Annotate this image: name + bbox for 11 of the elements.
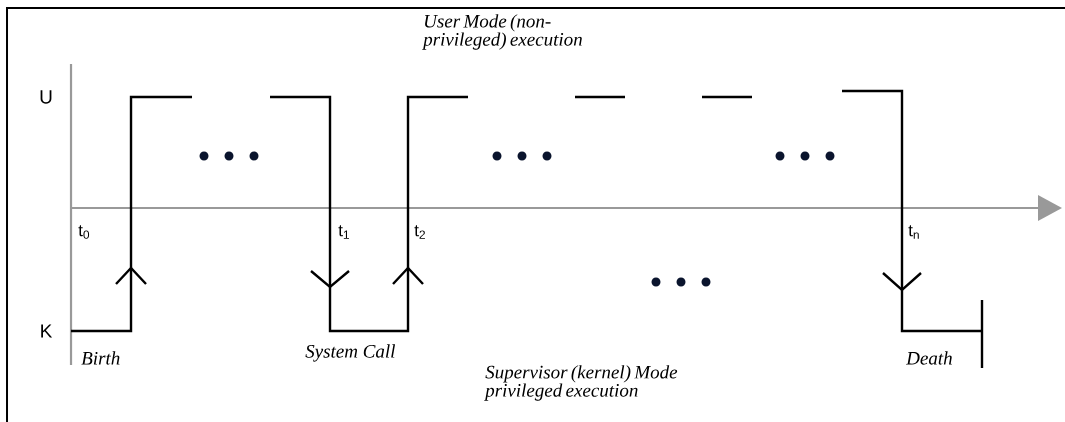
time-label: t$_{2}$ xyxy=(414,225,425,239)
axis-label: U xyxy=(40,90,52,104)
mode-caption: User Mode (non-privileged) execution xyxy=(422,14,582,50)
axis-label: K xyxy=(41,324,53,338)
event-label: System Call xyxy=(305,344,396,362)
time-label: t$_{0}$ xyxy=(78,225,90,239)
time-label: t$_{n}$ xyxy=(908,225,919,239)
mode-caption: Supervisor (kernel) Mode privileged execution xyxy=(484,365,678,401)
event-label: Birth xyxy=(81,351,120,365)
time-label: t$_{1}$ xyxy=(338,225,349,239)
event-label: Death xyxy=(906,351,952,365)
